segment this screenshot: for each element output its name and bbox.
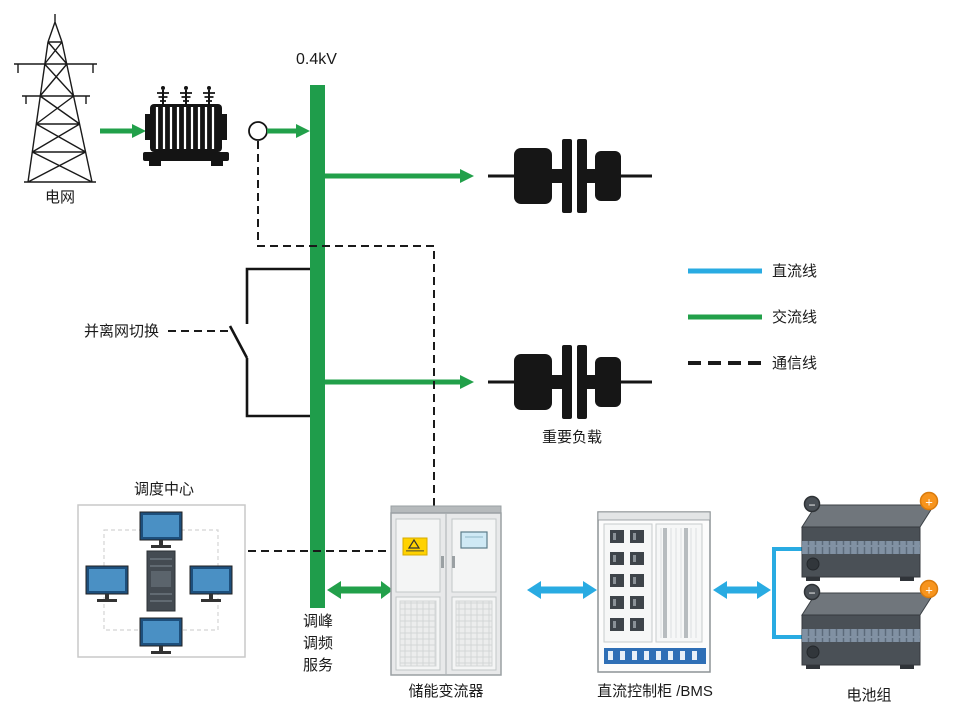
battery-dc-link-line [772, 547, 802, 639]
busbar-pcs-ac-arrow [327, 581, 393, 599]
grid-switch-icon [228, 267, 310, 418]
grid-to-transformer-ac-line [100, 124, 146, 138]
node-to-busbar-ac-line [267, 124, 310, 138]
transmission-tower-icon [14, 14, 97, 183]
bms-battery-dc-arrow [713, 581, 771, 599]
battery-plus-terminal [919, 491, 939, 511]
svg-text:−: − [808, 498, 815, 512]
service-label-line-3: 服务 [302, 657, 333, 674]
legend-comm-label: 通信线 [772, 355, 818, 372]
legend-ac-label: 交流线 [772, 309, 818, 326]
svg-text:+: + [925, 495, 933, 510]
load-branch-1-ac-line [325, 169, 474, 183]
pcs-cabinet-icon [390, 505, 502, 676]
battery-label: 电池组 [846, 687, 892, 704]
battery-plus-terminal [919, 579, 939, 599]
pcs-bms-dc-arrow [527, 581, 597, 599]
battery-minus-terminal [803, 583, 821, 601]
load-branch-2-ac-line [325, 375, 474, 389]
dispatch-center-label: 调度中心 [133, 481, 194, 498]
warning-sticker-icon [402, 537, 428, 556]
busbar-0-4kv [310, 85, 325, 608]
load-icon-2 [488, 345, 652, 419]
grid-label: 电网 [44, 189, 75, 206]
switch-label: 并离网切换 [84, 323, 160, 340]
battery-minus-terminal [803, 495, 821, 513]
transformer-icon [143, 86, 229, 166]
service-label-line-2: 调频 [302, 635, 333, 652]
svg-text:−: − [808, 586, 815, 600]
grid-node [248, 121, 268, 141]
comm-lines [168, 141, 435, 552]
svg-text:+: + [925, 583, 933, 598]
legend [688, 268, 762, 365]
legend-dc-label: 直流线 [772, 263, 818, 280]
dc-cabinet-label: 直流控制柜 /BMS [597, 683, 713, 700]
battery-pack-1-icon: − + [801, 491, 939, 581]
dispatch-center-icon [77, 504, 246, 658]
important-load-label: 重要负载 [541, 429, 602, 446]
pcs-screen-icon [460, 531, 488, 549]
battery-pack-2-icon: − + [801, 579, 939, 669]
busbar-voltage-label: 0.4kV [296, 51, 337, 68]
service-label-line-1: 调峰 [302, 613, 333, 630]
pcs-label: 储能变流器 [408, 683, 484, 700]
dc-cabinet-icon [597, 511, 711, 673]
comm-line-node-to-pcs [257, 141, 435, 508]
load-icon-1 [488, 139, 652, 213]
